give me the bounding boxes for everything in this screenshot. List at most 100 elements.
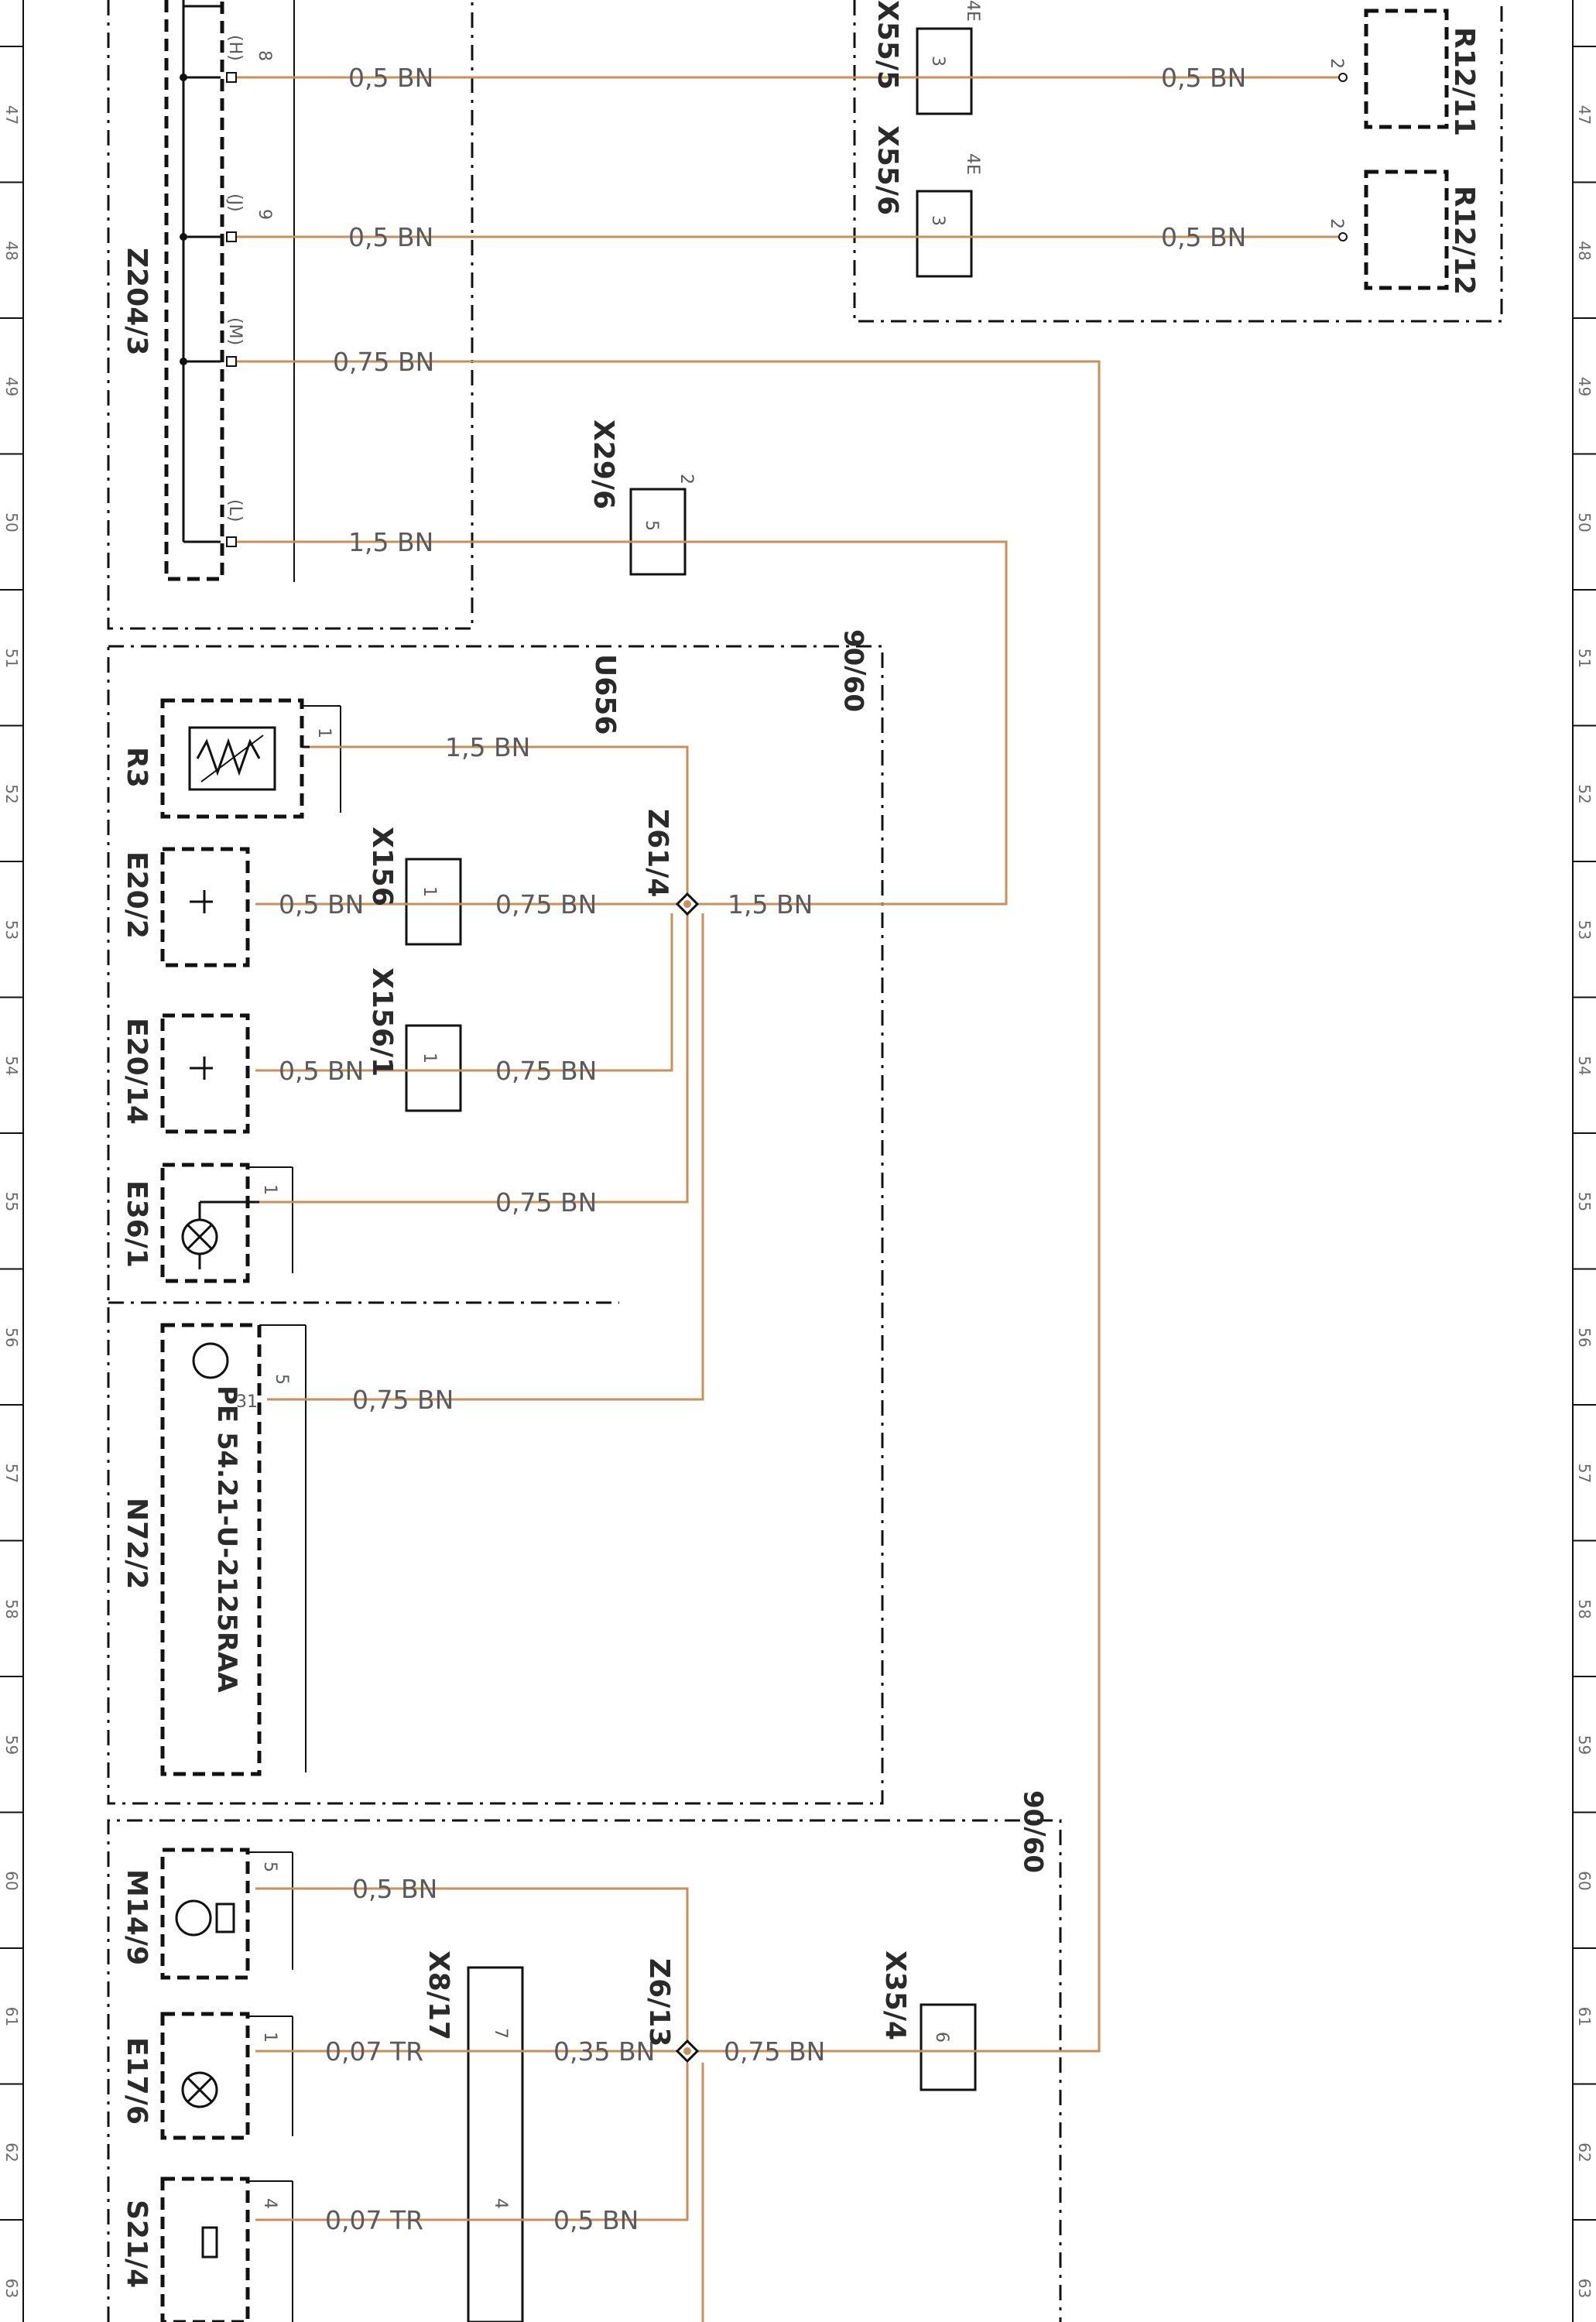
- label-z204-3: Z204/3: [121, 248, 152, 355]
- pin-9: 9: [255, 209, 274, 220]
- ruler-row-number: 60: [2, 1871, 21, 1890]
- ruler-row-number: 48: [2, 241, 21, 260]
- label-r12-11: R12/11: [1448, 27, 1480, 136]
- ruler-row-number: 56: [2, 1327, 21, 1347]
- label-r12-12: R12/12: [1448, 186, 1480, 295]
- wire-labels: 0,5 BN 0,5 BN 0,5 BN 0,5 BN 0,75 BN 1,5 …: [279, 63, 1246, 2235]
- ruler-row-number: 47: [1575, 105, 1594, 125]
- label-x29-6: X29/6: [587, 420, 619, 509]
- wire-label-3: 0,75 BN: [333, 347, 434, 377]
- pin-31: 31: [236, 1392, 258, 1412]
- wire-label-6c: 1,5 BN: [728, 889, 813, 920]
- pin-3b: 3: [928, 215, 947, 226]
- ruler-row-number: 52: [1575, 784, 1594, 803]
- splice-z6-13: [675, 2039, 700, 2063]
- wire-label-7b: 0,75 BN: [495, 1056, 597, 1086]
- ruler-row-number: 50: [1575, 512, 1594, 532]
- pin-3a: 3: [928, 56, 947, 67]
- ruler-row-number: 55: [2, 1192, 21, 1211]
- terminals: [226, 72, 1348, 547]
- wire-label-9: 0,75 BN: [352, 1385, 454, 1415]
- label-x55-5: X55/5: [872, 0, 903, 90]
- label-x55-6: X55/6: [872, 125, 903, 215]
- label-e20-2: E20/2: [121, 851, 152, 939]
- label-x35-4: X35/4: [879, 1950, 911, 2040]
- ruler-row-number: 55: [1575, 1192, 1594, 1211]
- rev-note-b: 09/06: [1019, 1790, 1050, 1873]
- ruler-row-number: 62: [1575, 2142, 1594, 2162]
- label-s21-4: S21/4: [121, 2200, 152, 2288]
- wire-label-7a: 0,5 BN: [279, 1056, 364, 1086]
- pin-2b: 2: [1327, 218, 1346, 229]
- wire-label-11a: 0,07 TR: [325, 2036, 423, 2067]
- label-x156-1: X156/1: [366, 968, 398, 1077]
- pin-1a: 1: [314, 728, 334, 738]
- wire-label-12b: 0,5 BN: [553, 2205, 639, 2235]
- pin-4a: 4: [260, 2198, 279, 2209]
- ruler-row-number: 54: [2, 1056, 21, 1075]
- ruler-row-number: 58: [1575, 1599, 1594, 1618]
- wire-label-10: 0,5 BN: [352, 1874, 437, 1904]
- e17-6-component: [160, 2012, 293, 2140]
- ruler-row-number: 63: [2, 2279, 21, 2298]
- ruler-row-number: 48: [1575, 241, 1594, 260]
- pin-1b: 1: [420, 886, 439, 897]
- rev-note-a: 09/06: [840, 629, 871, 712]
- pin-1c: 1: [420, 1053, 439, 1063]
- pin-h: (H): [225, 35, 245, 61]
- wire-label-6b: 0,75 BN: [495, 889, 597, 920]
- label-z6-13: Z6/13: [643, 1958, 675, 2046]
- wire-label-1b: 0,5 BN: [1161, 63, 1246, 93]
- label-x156: X156: [366, 827, 398, 906]
- ruler-row-number: 62: [2, 2142, 21, 2162]
- wire-label-5: 1,5 BN: [445, 732, 530, 762]
- s21-4-component: [160, 2176, 293, 2322]
- e36-1-component: [160, 1163, 293, 1283]
- pin-labels: (H) (J) (M) (L) 8 9 3 3 2 2 2 5 1 1 1 1 …: [225, 35, 1346, 2209]
- part-number: PE 54.21-U-2125RAA: [211, 1385, 242, 1693]
- wire-label-12a: 0,07 TR: [325, 2205, 423, 2235]
- ruler-row-number: 49: [1575, 377, 1594, 396]
- ruler-row-number: 57: [1575, 1464, 1594, 1483]
- ruler-row-number: 50: [2, 512, 21, 532]
- label-x8-17: X8/17: [423, 1950, 454, 2040]
- ruler-row-number: 47: [2, 105, 21, 125]
- label-e17-6: E17/6: [121, 2037, 152, 2125]
- ruler-row-number: 51: [1575, 649, 1594, 668]
- e20-14-component: [160, 1013, 250, 1134]
- ruler-row-number: 54: [1575, 1056, 1594, 1075]
- ruler-row-number: 63: [1575, 2279, 1594, 2298]
- label-e36-1: E36/1: [121, 1180, 152, 1268]
- wires: [232, 76, 1343, 2322]
- label-z61-4: Z61/4: [642, 809, 673, 897]
- u656-frame: [107, 645, 884, 1805]
- ruler-row-number: 49: [2, 377, 21, 396]
- ruler-row-number: 56: [1575, 1327, 1594, 1347]
- pin-1e: 1: [260, 2032, 279, 2043]
- label-m14-9: M14/9: [121, 1869, 152, 1965]
- pin-m: (M): [225, 317, 245, 345]
- ruler-row-number: 60: [1575, 1871, 1594, 1890]
- pin-7: 7: [491, 2028, 510, 2039]
- wire-label-11b: 0,35 BN: [553, 2036, 655, 2067]
- pin-j: (J): [225, 194, 245, 212]
- m14-9-component: [160, 1848, 293, 1980]
- pin-5a: 5: [642, 520, 661, 531]
- wire-label-11c: 0,75 BN: [724, 2036, 825, 2067]
- conn-4e-a: 4E: [963, 0, 982, 22]
- pin-1d: 1: [260, 1184, 279, 1195]
- wire-label-2a: 0,5 BN: [348, 222, 433, 252]
- pin-4b: 4: [491, 2198, 510, 2209]
- pin-2a: 2: [1327, 58, 1346, 69]
- label-n72-2: N72/2: [121, 1498, 152, 1589]
- ruler-row-number: 61: [2, 2007, 21, 2026]
- pin-8: 8: [255, 50, 274, 61]
- wire-label-6a: 0,5 BN: [279, 889, 364, 920]
- label-u656: U656: [589, 654, 621, 735]
- label-r3: R3: [121, 747, 152, 788]
- e20-2-component: [160, 847, 250, 968]
- ruler-row-number: 58: [2, 1599, 21, 1618]
- lower-frame: [107, 1819, 1062, 2322]
- pin-2c: 2: [676, 474, 696, 485]
